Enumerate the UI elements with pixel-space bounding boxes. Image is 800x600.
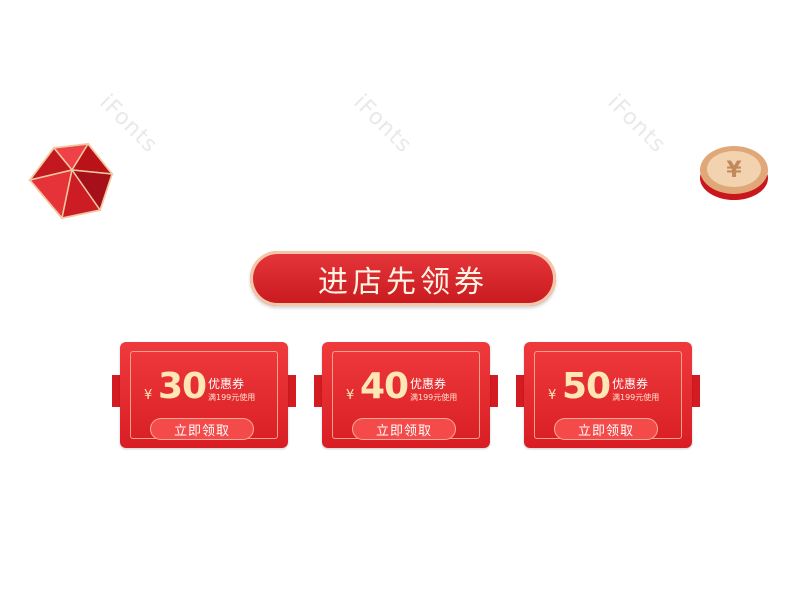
coupon-amount: 40 bbox=[360, 366, 409, 407]
coupon-tab bbox=[314, 375, 324, 407]
currency-symbol: ¥ bbox=[144, 388, 153, 403]
coupon-card[interactable]: ¥ 50 优惠券 满199元使用 立即领取 bbox=[516, 342, 700, 448]
page-title: 进店先领券 bbox=[318, 264, 488, 300]
coupon-tab bbox=[286, 375, 296, 407]
currency-symbol: ¥ bbox=[346, 388, 355, 403]
claim-coupon-button[interactable]: 立即领取 bbox=[150, 418, 254, 440]
svg-text:¥: ¥ bbox=[726, 158, 742, 183]
coupon-label: 优惠券 bbox=[612, 377, 649, 391]
coupon-condition: 满199元使用 bbox=[208, 393, 256, 402]
currency-symbol: ¥ bbox=[548, 388, 557, 403]
red-gem-icon bbox=[28, 142, 114, 220]
coupon-tab bbox=[112, 375, 122, 407]
coupon-condition: 满199元使用 bbox=[410, 393, 458, 402]
coupon-card[interactable]: ¥ 40 优惠券 满199元使用 立即领取 bbox=[314, 342, 498, 448]
watermark-text: iFonts bbox=[348, 90, 417, 159]
coupon-label: 优惠券 bbox=[208, 377, 245, 391]
coupon-amount: 50 bbox=[562, 366, 611, 407]
coupon-label: 优惠券 bbox=[410, 377, 447, 391]
claim-coupon-button[interactable]: 立即领取 bbox=[554, 418, 658, 440]
coupon-tab bbox=[690, 375, 700, 407]
coupon-condition: 满199元使用 bbox=[612, 393, 660, 402]
coupon-card[interactable]: ¥ 30 优惠券 满199元使用 立即领取 bbox=[112, 342, 296, 448]
gold-coin-icon: ¥ bbox=[700, 146, 768, 200]
coupon-tab bbox=[516, 375, 526, 407]
watermark-text: iFonts bbox=[602, 90, 671, 159]
title-banner: 进店先领券 bbox=[250, 251, 556, 306]
claim-coupon-button[interactable]: 立即领取 bbox=[352, 418, 456, 440]
coupon-tab bbox=[488, 375, 498, 407]
coupon-amount: 30 bbox=[158, 366, 207, 407]
